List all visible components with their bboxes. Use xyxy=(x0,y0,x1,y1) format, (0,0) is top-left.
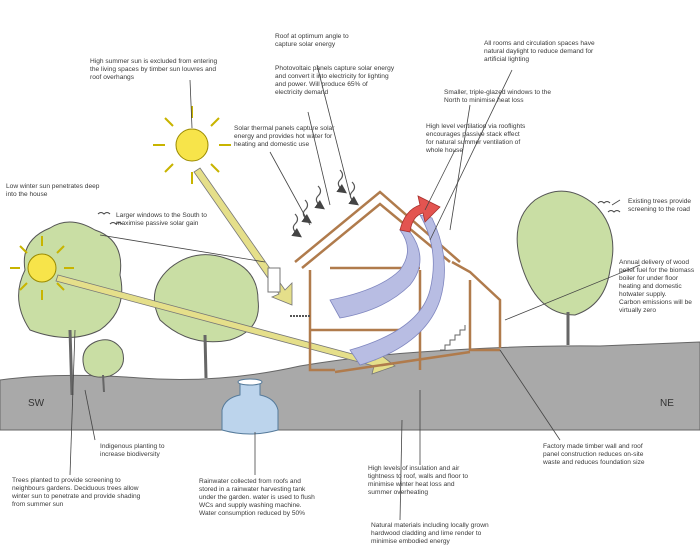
airflow-lower xyxy=(329,229,421,319)
note-wood-pellet: Annual delivery of wood pellet fuel for … xyxy=(619,259,695,314)
house-section xyxy=(294,190,502,374)
note-trees-planted: Trees planted to provide screening to ne… xyxy=(12,477,141,508)
solar-louvre xyxy=(267,267,281,293)
birds xyxy=(97,201,621,225)
label-ne: NE xyxy=(660,398,674,409)
note-insulation: High levels of insulation and air tightn… xyxy=(368,465,469,496)
tree-middle xyxy=(153,254,259,379)
note-natural-materials: Natural materials including locally grow… xyxy=(371,522,489,545)
tree-small-left xyxy=(82,339,124,393)
note-rainwater: Rainwater collected from roofs and store… xyxy=(199,478,315,517)
note-low-winter-sun: Low winter sun penetrates deep into the … xyxy=(6,183,100,198)
label-sw: SW xyxy=(28,398,45,409)
note-daylight: All rooms and circulation spaces have na… xyxy=(484,40,595,63)
winter-sun xyxy=(10,236,74,300)
note-pv-panels: Photovoltaic panels capture solar energy… xyxy=(275,65,395,96)
note-high-summer-sun: High summer sun is excluded from enterin… xyxy=(90,58,218,81)
stairs xyxy=(440,325,466,351)
note-ventilation: High level ventilation via rooflights en… xyxy=(426,123,526,154)
note-existing-trees: Existing trees provide screening to the … xyxy=(628,198,692,213)
note-north-windows: Smaller, triple-glazed windows to the No… xyxy=(444,89,552,104)
note-south-windows: Larger windows to the South to maximise … xyxy=(116,212,207,227)
note-solar-thermal: Solar thermal panels capture solar energ… xyxy=(234,125,335,148)
leader-lines xyxy=(69,64,641,521)
rainwater-tank xyxy=(221,378,279,435)
note-roof-angle: Roof at optimum angle to capture solar e… xyxy=(275,33,349,48)
airflow-upper xyxy=(349,214,445,366)
note-indigenous-planting: Indigenous planting to increase biodiver… xyxy=(100,443,165,458)
ventilation-arrow xyxy=(399,195,441,233)
summer-sun xyxy=(153,106,231,184)
tree-right xyxy=(516,190,614,345)
solar-wave-arrows xyxy=(291,169,359,238)
note-factory-made: Factory made timber wall and roof panel … xyxy=(543,443,645,466)
